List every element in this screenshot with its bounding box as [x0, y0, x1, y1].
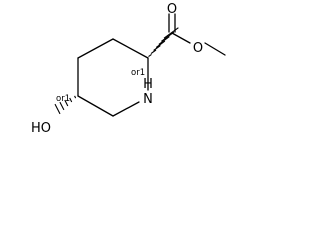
hashed-wedge-c5-hydroxyl: [54, 95, 77, 115]
hydroxyl-label: HO: [31, 121, 51, 136]
carbonyl-oxygen-label: O: [167, 2, 177, 17]
ester-oxygen-label: O: [193, 41, 203, 56]
structure-diagram: O O N H HO or1 or1: [31, 2, 226, 136]
ring-nitrogen-label: N: [143, 92, 153, 107]
bond-c5-c6: [77, 95, 114, 117]
bond-c2-c3: [112, 38, 149, 59]
bond-c3-c4: [77, 38, 114, 59]
bond-carbonyl-ester-o: [171, 32, 191, 44]
bond-c6-n1: [112, 101, 140, 117]
bond-ester-o-methyl: [204, 42, 226, 56]
hashed-wedge-c2-carbonyl: [148, 27, 179, 58]
stereo-label-c2: or1: [131, 68, 145, 78]
nitrogen-hydrogen-label: H: [143, 77, 153, 92]
stereo-label-c5: or1: [56, 94, 70, 104]
